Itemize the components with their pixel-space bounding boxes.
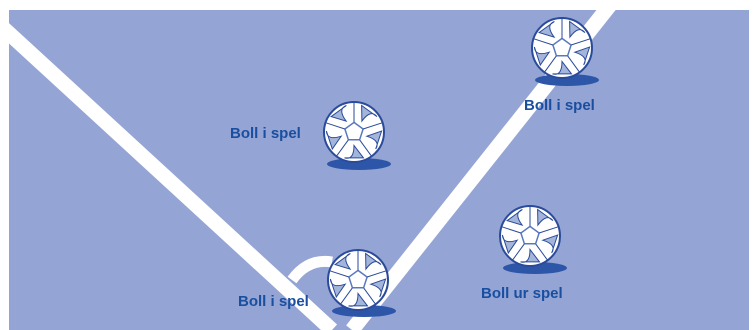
ball-label-out-of-play: Boll ur spel: [481, 286, 563, 301]
ball-label-in-play-top-right: Boll i spel: [524, 98, 595, 113]
ball-label-in-play-corner: Boll i spel: [238, 294, 309, 309]
ball-label-in-play-middle: Boll i spel: [230, 126, 301, 141]
